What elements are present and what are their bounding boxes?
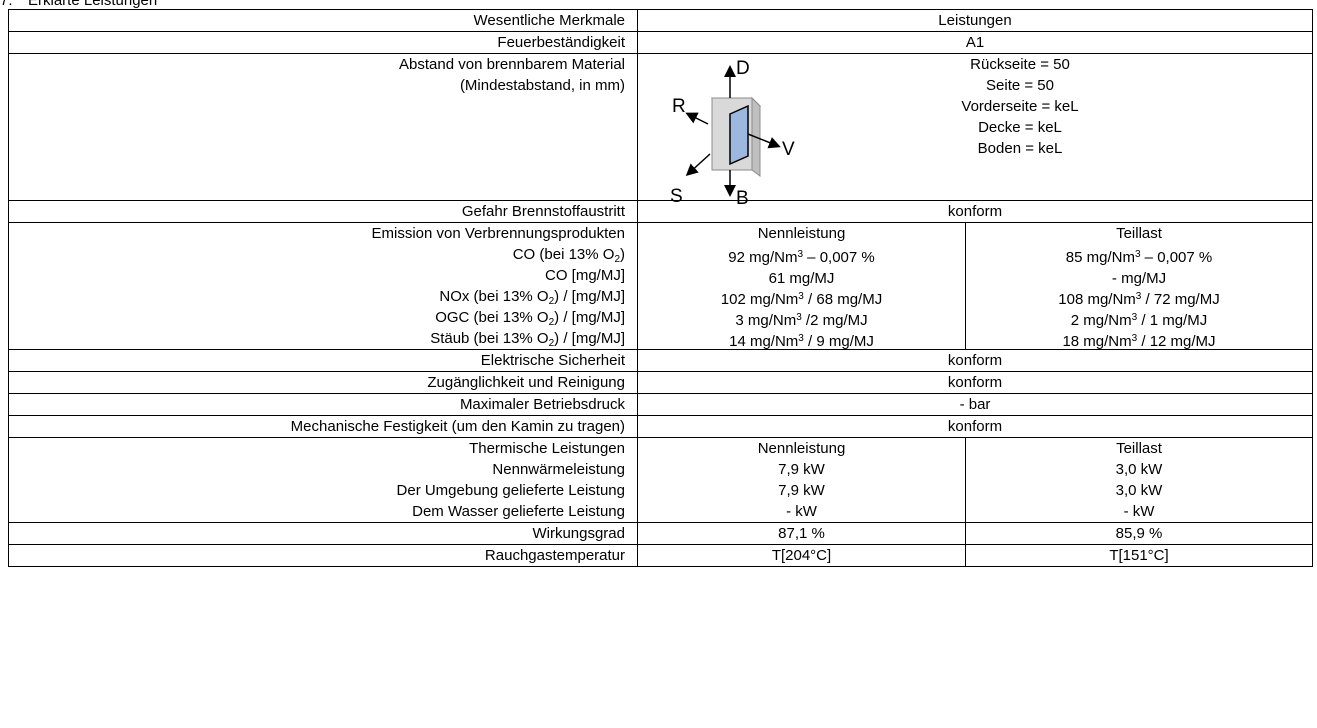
- arrow-rear: [685, 112, 709, 125]
- emission-nominal-value: 92 mg/Nm3 – 0,007 %: [728, 249, 875, 266]
- efficiency-nominal: 87,1 %: [637, 522, 966, 545]
- pressure-label: Maximaler Betriebsdruck: [8, 393, 638, 416]
- emission-partial-value: 2 mg/Nm3 / 1 mg/MJ: [1070, 312, 1208, 329]
- emission-row-label: CO (bei 13% O2): [512, 246, 625, 265]
- thermal-nominal-value: - kW: [786, 503, 817, 520]
- distance-label-line1: Abstand von brennbarem Material: [399, 56, 625, 73]
- clearance-diagram-icon: D V B R S: [670, 58, 795, 206]
- electrical-label: Elektrische Sicherheit: [8, 349, 638, 372]
- label-rear: R: [672, 96, 686, 117]
- emission-partial: Teillast 85 mg/Nm3 – 0,007 % - mg/MJ 108…: [965, 222, 1313, 350]
- emission-row: Emission von Verbrennungsprodukten CO (b…: [8, 222, 1313, 350]
- emission-row-label: Stäub (bei 13% O2) / [mg/MJ]: [430, 330, 625, 349]
- thermal-partial-value: 3,0 kW: [1115, 482, 1163, 499]
- thermal-row-label: Der Umgebung gelieferte Leistung: [396, 482, 625, 499]
- emission-partial-header: Teillast: [1116, 225, 1162, 242]
- arrow-front: [747, 133, 781, 149]
- header-characteristic: Wesentliche Merkmale: [8, 9, 638, 32]
- box-window: [729, 104, 749, 166]
- emission-partial-value: - mg/MJ: [1111, 270, 1167, 287]
- mechanical-value: konform: [637, 415, 1313, 438]
- performance-table: Wesentliche Merkmale Leistungen Feuerbes…: [8, 9, 1313, 567]
- thermal-nominal-header: Nennleistung: [757, 440, 846, 457]
- emission-partial-value: 85 mg/Nm3 – 0,007 %: [1065, 249, 1213, 266]
- thermal-partial-value: - kW: [1123, 503, 1155, 520]
- emission-nominal: Nennleistung 92 mg/Nm3 – 0,007 % 61 mg/M…: [637, 222, 966, 350]
- distance-label-line2: (Mindestabstand, in mm): [459, 77, 625, 94]
- emission-nominal-value: 102 mg/Nm3 / 68 mg/MJ: [720, 291, 883, 308]
- label-bottom: B: [736, 188, 749, 206]
- header-performance: Leistungen: [637, 9, 1313, 32]
- thermal-partial-header: Teillast: [1116, 440, 1162, 457]
- pressure-value: - bar: [637, 393, 1313, 416]
- emission-label: Emission von Verbrennungsprodukten: [371, 225, 626, 242]
- distance-values: Rückseite = 50 Seite = 50 Vorderseite = …: [644, 54, 1306, 159]
- access-label: Zugänglichkeit und Reinigung: [8, 371, 638, 394]
- mechanical-row: Mechanische Festigkeit (um den Kamin zu …: [8, 415, 1313, 438]
- distance-value: Vorderseite = keL: [961, 98, 1079, 115]
- thermal-partial-value: 3,0 kW: [1115, 461, 1163, 478]
- fuel-label: Gefahr Brennstoffaustritt: [8, 200, 638, 223]
- fire-row: Feuerbeständigkeit A1: [8, 31, 1313, 54]
- thermal-nominal-value: 7,9 kW: [778, 482, 825, 499]
- header-row: Wesentliche Merkmale Leistungen: [8, 9, 1313, 32]
- distance-value: Decke = keL: [978, 119, 1062, 136]
- emission-nominal-header: Nennleistung: [757, 225, 846, 242]
- thermal-nominal: Nennleistung 7,9 kW 7,9 kW - kW: [637, 437, 966, 523]
- section-number: 7.: [0, 0, 13, 9]
- emission-nominal-value: 3 mg/Nm3 /2 mg/MJ: [735, 312, 868, 329]
- thermal-labels: Thermische Leistungen Nennwärmeleistung …: [8, 437, 638, 523]
- flue-partial: T[151°C]: [965, 544, 1313, 567]
- label-side: S: [670, 186, 683, 206]
- distance-row: Abstand von brennbarem Material (Mindest…: [8, 53, 1313, 206]
- emission-labels: Emission von Verbrennungsprodukten CO (b…: [8, 222, 638, 350]
- emission-row-label: OGC (bei 13% O2) / [mg/MJ]: [435, 309, 625, 328]
- efficiency-row: Wirkungsgrad 87,1 % 85,9 %: [8, 522, 1313, 545]
- flue-label: Rauchgastemperatur: [8, 544, 638, 567]
- flue-nominal: T[204°C]: [637, 544, 966, 567]
- label-front: V: [782, 139, 795, 160]
- efficiency-partial: 85,9 %: [965, 522, 1313, 545]
- electrical-value: konform: [637, 349, 1313, 372]
- emission-nominal-value: 14 mg/Nm3 / 9 mg/MJ: [729, 333, 874, 350]
- thermal-row-label: Nennwärmeleistung: [492, 461, 625, 478]
- section-title: Erklärte Leistungen: [28, 0, 158, 9]
- section-heading: 7. Erklärte Leistungen: [0, 0, 157, 9]
- pressure-row: Maximaler Betriebsdruck - bar: [8, 393, 1313, 416]
- fire-label: Feuerbeständigkeit: [8, 31, 638, 54]
- emission-row-label: NOx (bei 13% O2) / [mg/MJ]: [439, 288, 625, 307]
- distance-value: Boden = keL: [977, 140, 1063, 157]
- efficiency-label: Wirkungsgrad: [8, 522, 638, 545]
- distance-value-cell: D V B R S Rückseite = 50 Seite = 50 Vord…: [637, 53, 1313, 206]
- flue-row: Rauchgastemperatur T[204°C] T[151°C]: [8, 544, 1313, 567]
- emission-partial-value: 108 mg/Nm3 / 72 mg/MJ: [1058, 291, 1220, 308]
- distance-value: Rückseite = 50: [970, 56, 1070, 73]
- mechanical-label: Mechanische Festigkeit (um den Kamin zu …: [8, 415, 638, 438]
- arrow-side: [685, 153, 711, 177]
- thermal-row-label: Dem Wasser gelieferte Leistung: [412, 503, 625, 520]
- access-value: konform: [637, 371, 1313, 394]
- emission-nominal-value: 61 mg/MJ: [768, 270, 835, 287]
- access-row: Zugänglichkeit und Reinigung konform: [8, 371, 1313, 394]
- distance-label-cell: Abstand von brennbarem Material (Mindest…: [8, 53, 638, 201]
- thermal-row: Thermische Leistungen Nennwärmeleistung …: [8, 437, 1313, 523]
- label-top: D: [736, 58, 750, 79]
- fire-value: A1: [637, 31, 1313, 54]
- electrical-row: Elektrische Sicherheit konform: [8, 349, 1313, 372]
- distance-value: Seite = 50: [986, 77, 1054, 94]
- thermal-partial: Teillast 3,0 kW 3,0 kW - kW: [965, 437, 1313, 523]
- thermal-label: Thermische Leistungen: [469, 440, 625, 457]
- emission-row-label: CO [mg/MJ]: [544, 267, 625, 284]
- thermal-nominal-value: 7,9 kW: [778, 461, 825, 478]
- emission-partial-value: 18 mg/Nm3 / 12 mg/MJ: [1062, 333, 1216, 350]
